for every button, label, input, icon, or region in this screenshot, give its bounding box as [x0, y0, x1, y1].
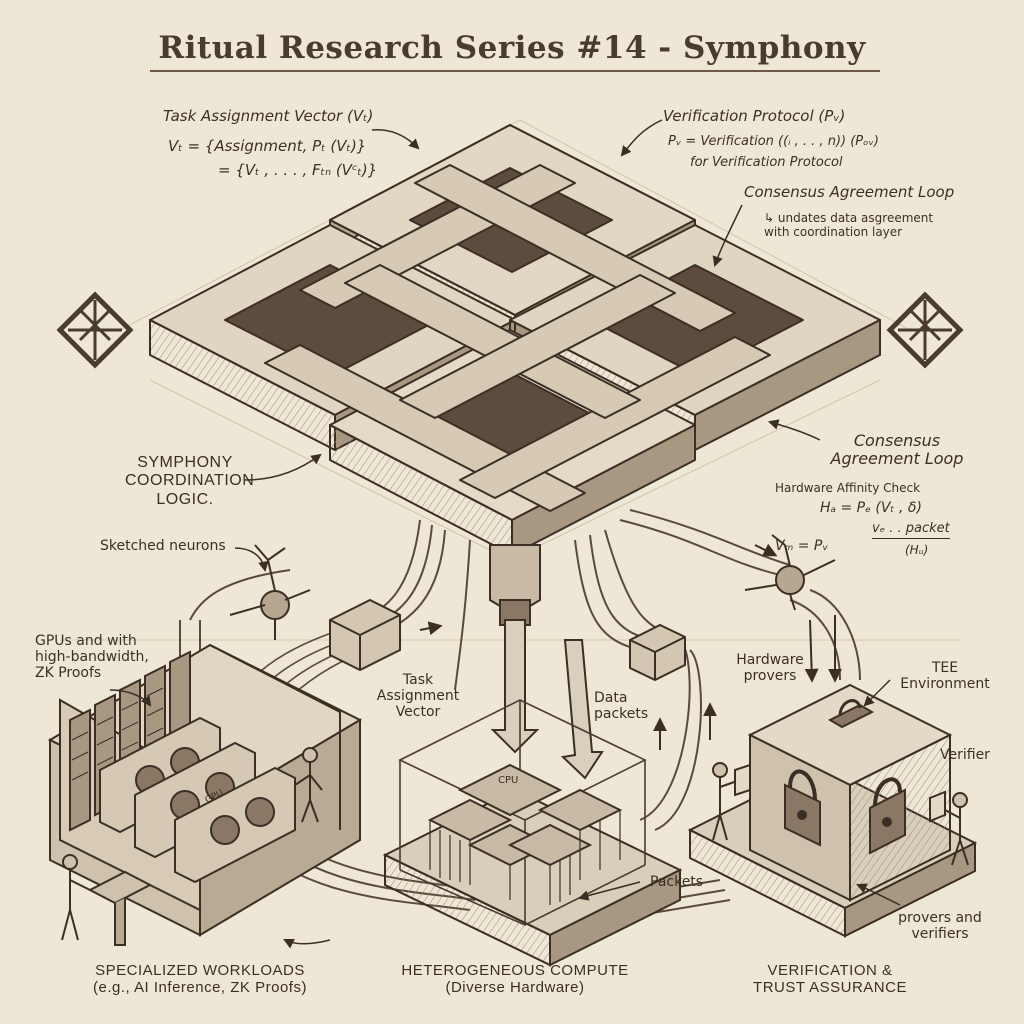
caption-verification-trust: VERIFICATION & TRUST ASSURANCE	[753, 962, 907, 997]
flow-arrows	[419, 543, 842, 780]
worker-figure-right	[294, 747, 323, 823]
tee-cube	[747, 683, 953, 902]
knot-straps	[264, 164, 771, 512]
endless-knot	[149, 124, 881, 556]
junction-box-left	[329, 598, 401, 672]
chip-cluster	[427, 763, 623, 905]
worker-figure-left	[61, 854, 91, 941]
page-title: Ritual Research Series #14 - Symphony	[158, 30, 866, 66]
lock-icon	[827, 699, 875, 729]
provers-verifiers-label: provers and verifiers	[898, 910, 982, 943]
title-underline	[150, 70, 880, 72]
caption-specialized-workloads: SPECIALIZED WORKLOADS (e.g., AI Inferenc…	[93, 962, 307, 997]
gpu-card-3	[174, 766, 296, 884]
sketched-neurons-label: Sketched neurons	[100, 538, 226, 554]
packets-label: Packets	[650, 874, 704, 890]
symphony-logic-label: SYMPHONY COORDINATION LOGIC.	[125, 454, 255, 508]
task-vector-equation-1: Vₜ = {Assignment, Pₜ (Vₜ)}	[168, 137, 367, 155]
central-hub	[489, 544, 541, 626]
data-packets-label: Data packets	[594, 690, 649, 723]
lock-icon	[784, 769, 821, 847]
vcm-equation-denominator: (Hᵤ)	[905, 543, 929, 557]
task-assignment-vector-label: Task Assignment Vector	[376, 672, 460, 721]
verifier-label: Verifier	[940, 747, 990, 763]
gpu-room	[47, 643, 363, 946]
verification-protocol-subtitle: for Verification Protocol	[690, 155, 843, 170]
vcm-equation-lhs: Vₘ = Pᵥ	[775, 538, 829, 554]
consensus-loop-right-label: Consensus Agreement Loop	[830, 431, 964, 469]
junction-box-right	[629, 623, 686, 682]
knot-ornament-left	[56, 291, 134, 369]
hardware-affinity-label: Hardware Affinity Check	[775, 481, 921, 495]
neuron-left	[229, 544, 311, 640]
leader-lines	[109, 119, 901, 949]
consensus-loop-top-title: Consensus Agreement Loop	[744, 183, 955, 201]
neuron-right	[744, 534, 836, 611]
verification-protocol-equation: Pᵥ = Verification ((ᵢ , . . , n)) (Pₒᵥ)	[668, 134, 880, 149]
vcm-equation-numerator: vₑ . . packet	[872, 521, 950, 539]
task-vector-equation-2: = {Vₜ , . . . , Fₜₙ (Vᶜₜ)}	[218, 161, 378, 179]
cpu-chip-label: CPU	[498, 775, 519, 786]
knot-ornament-right	[886, 291, 964, 369]
hardware-affinity-equation: Hₐ = Pₑ (Vₜ , ẟ)	[820, 500, 922, 516]
lock-icon	[869, 777, 906, 855]
verification-protocol-title: Verification Protocol (Pᵥ)	[663, 107, 846, 125]
control-console	[87, 870, 153, 946]
tee-environment-label: TEE Environment	[900, 660, 990, 693]
caption-heterogeneous-compute: HETEROGENEOUS COMPUTE (Diverse Hardware)	[401, 962, 629, 997]
prover-figure	[712, 762, 751, 841]
hardware-provers-label: Hardware provers	[736, 652, 804, 685]
consensus-loop-top-note: ↳ undates data asgreement with coordinat…	[764, 211, 934, 239]
gpus-label: GPUs and with high-bandwidth, ZK Proofs	[35, 633, 149, 682]
task-vector-title: Task Assignment Vector (Vₜ)	[163, 107, 374, 125]
verifier-figure	[929, 790, 969, 866]
